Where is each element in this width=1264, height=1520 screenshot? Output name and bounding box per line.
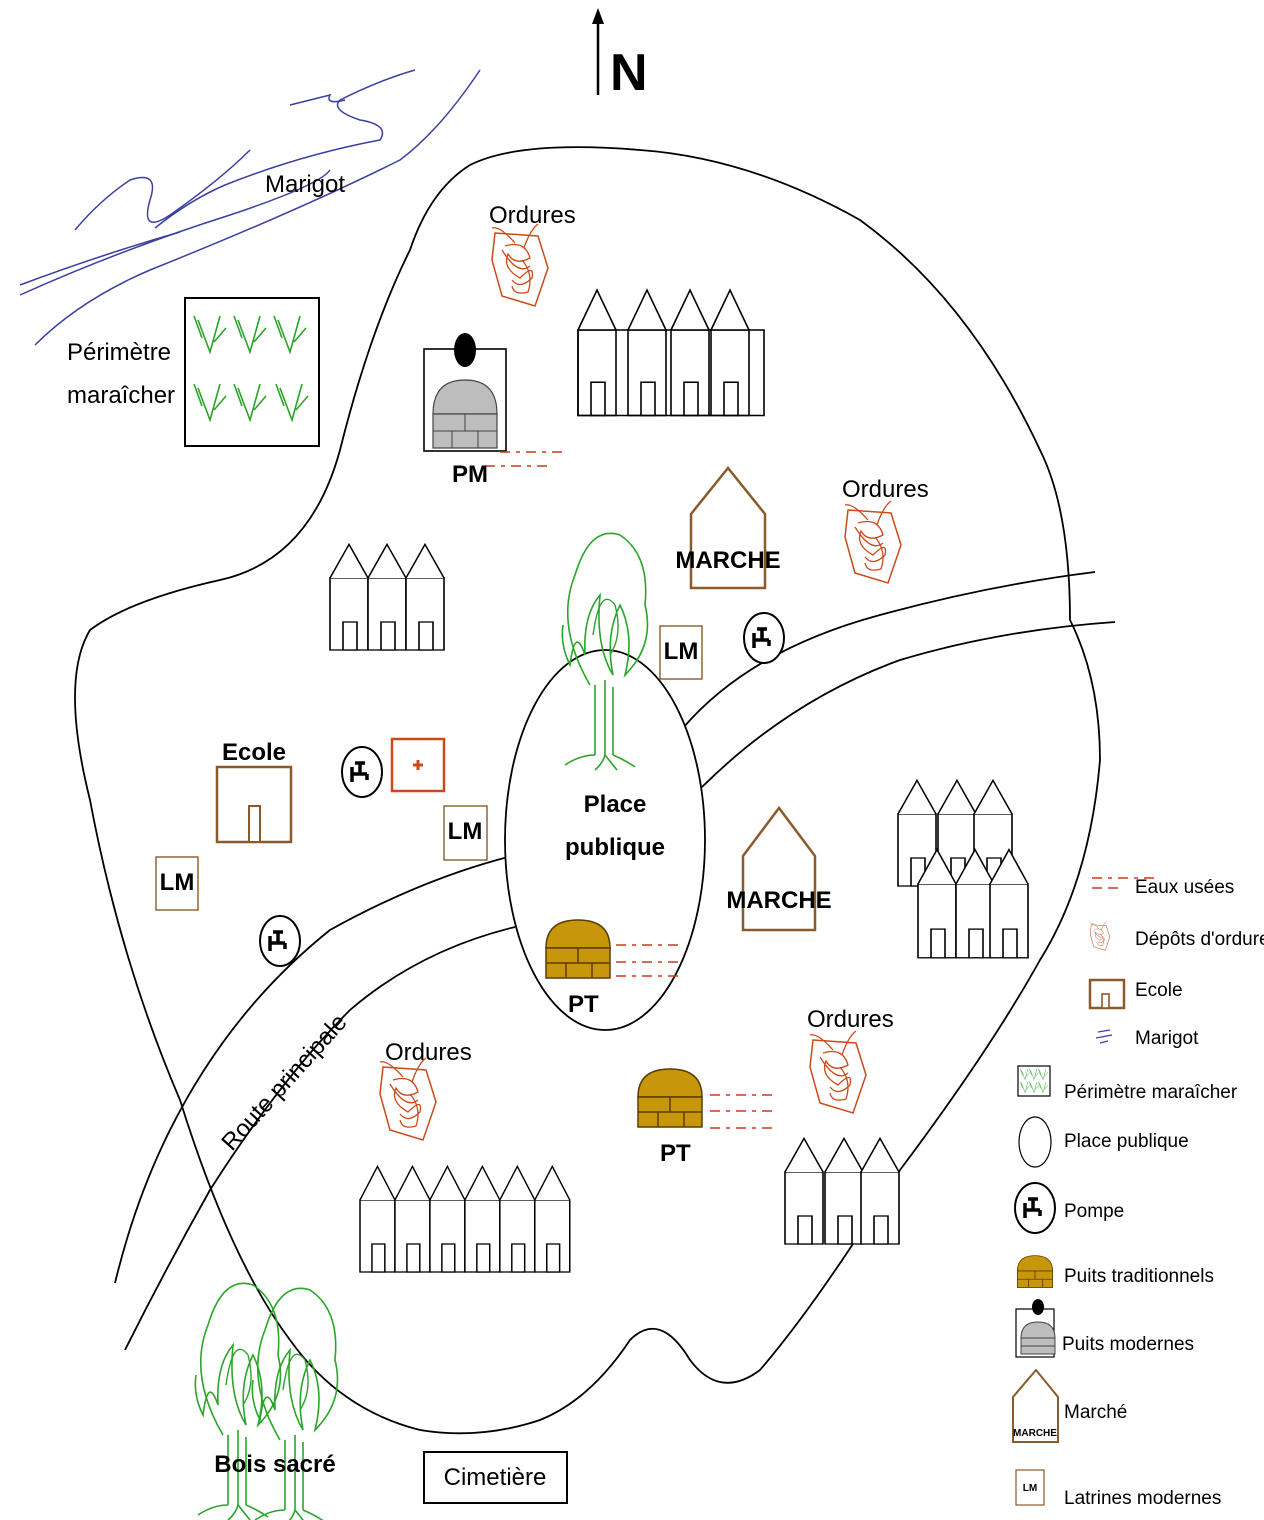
legend-label-6: Pompe [1064, 1201, 1124, 1222]
legend-label-5: Place publique [1064, 1131, 1189, 1152]
marche-east: MARCHE [726, 805, 832, 932]
village-boundary [74, 146, 1101, 1435]
legend: Eaux usées Dépôts d'ordures Ecole Marigo… [1012, 877, 1264, 1509]
ecole-label: Ecole [222, 739, 286, 766]
latrine-icon: LM [1015, 1469, 1045, 1506]
legend-label-3: Marigot [1135, 1028, 1199, 1049]
marche-north: MARCHE [675, 466, 781, 590]
public-square-icon [1018, 1116, 1052, 1168]
garbage-icon [844, 500, 902, 584]
waste-water-icon [1091, 877, 1155, 889]
perimetre-maraicher [184, 297, 320, 447]
modern-well-icon [1015, 1299, 1056, 1358]
traditional-well-icon [545, 919, 611, 979]
school-icon [1088, 978, 1126, 1010]
place-label-2: publique [565, 834, 665, 861]
houses-west [329, 543, 445, 651]
perimetre-label-2: maraîcher [67, 382, 175, 409]
latrine-1: LM [659, 625, 703, 680]
health-post [390, 737, 446, 793]
roads [114, 571, 1116, 1351]
legend-label-2: Ecole [1135, 980, 1183, 1001]
houses-south [359, 1165, 571, 1273]
marigot-stream [19, 69, 481, 346]
garbage-icon [809, 1030, 867, 1114]
pump-icon [258, 914, 302, 968]
route-label: Route principale [216, 1009, 352, 1156]
latrine-3-label: LM [160, 869, 195, 896]
ecole [215, 765, 293, 844]
legend-market-icon-text: MARCHE [1013, 1428, 1057, 1439]
pump-icon [1013, 1181, 1057, 1235]
north-arrow: N [592, 8, 648, 102]
pump-icon [340, 745, 384, 799]
market-icon: MARCHE [1012, 1368, 1059, 1443]
latrine-2-label: LM [448, 818, 483, 845]
houses-southeast [784, 1137, 900, 1245]
garbage-icon [379, 1057, 437, 1141]
legend-label-7: Puits traditionnels [1064, 1266, 1214, 1287]
legend-latrine-icon-text: LM [1023, 1483, 1037, 1494]
garbage-icon [491, 223, 549, 307]
traditional-well-icon [1016, 1255, 1054, 1288]
bois-sacre [194, 1282, 339, 1520]
pump-icon [742, 611, 786, 665]
marche-east-label: MARCHE [726, 887, 831, 914]
legend-label-8: Puits modernes [1062, 1334, 1194, 1355]
ordures-label-1: Ordures [489, 202, 576, 229]
ordures-label-2: Ordures [842, 476, 929, 503]
bois-sacre-label: Bois sacré [214, 1451, 335, 1478]
place-label-1: Place [584, 791, 647, 818]
ordures-label-4: Ordures [385, 1039, 472, 1066]
legend-label-4: Périmètre maraîcher [1064, 1082, 1238, 1103]
marigot-label: Marigot [265, 171, 345, 198]
pt-label-1: PT [568, 991, 599, 1018]
pt-label-2: PT [660, 1140, 691, 1167]
cimetiere-label: Cimetière [444, 1464, 547, 1491]
north-label: N [610, 44, 648, 102]
latrine-1-label: LM [664, 638, 699, 665]
marche-north-label: MARCHE [675, 547, 780, 574]
traditional-well-icon [637, 1068, 703, 1128]
garbage-icon [1089, 921, 1111, 951]
legend-label-0: Eaux usées [1135, 877, 1234, 898]
legend-label-1: Dépôts d'ordures [1135, 929, 1264, 950]
legend-label-9: Marché [1064, 1402, 1127, 1423]
houses-east [897, 779, 1029, 959]
garden-icon [1017, 1065, 1051, 1097]
puits-moderne [423, 333, 507, 452]
ordures-label-3: Ordures [807, 1006, 894, 1033]
houses-north [577, 289, 765, 417]
cimetiere [423, 1451, 568, 1504]
marigot-icon [1095, 1029, 1113, 1044]
legend-label-10: Latrines modernes [1064, 1488, 1221, 1509]
pm-label: PM [452, 461, 488, 488]
latrine-2: LM [443, 805, 488, 861]
latrine-3: LM [155, 856, 199, 911]
perimetre-label-1: Périmètre [67, 339, 171, 366]
